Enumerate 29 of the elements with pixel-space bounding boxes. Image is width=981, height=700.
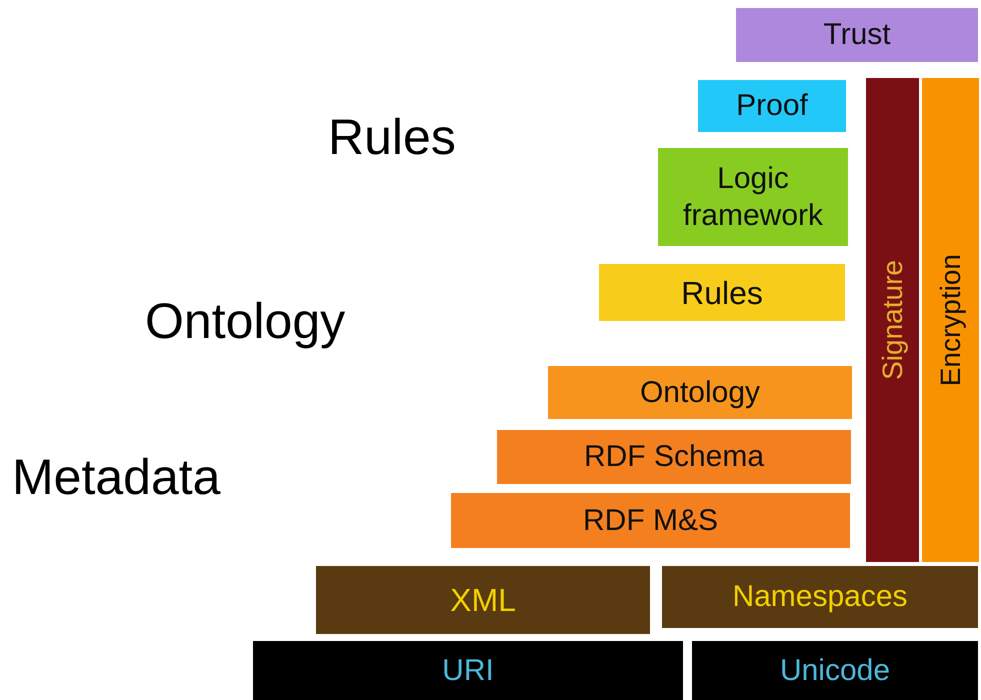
layer-label: Proof	[736, 88, 808, 124]
vertical-layer-bar	[922, 78, 979, 562]
layer-label: Rules	[681, 274, 763, 312]
level-heading: Rules	[328, 108, 456, 166]
vertical-layer-bar	[866, 78, 919, 562]
layer-box	[451, 493, 850, 548]
layer-box	[253, 641, 683, 700]
layer-label: RDF Schema	[584, 439, 764, 476]
layer-label: Signature	[876, 260, 909, 380]
layer-label: XML	[450, 581, 516, 620]
layer-box	[316, 566, 650, 634]
layer-box	[736, 8, 978, 62]
layer-label: RDF M&S	[583, 502, 718, 539]
level-heading: Metadata	[12, 448, 220, 506]
layer-box	[497, 430, 851, 484]
level-heading: Ontology	[145, 292, 346, 350]
layer-box	[692, 641, 978, 700]
layer-label: Namespaces	[732, 579, 908, 616]
layer-label: Trust	[823, 17, 891, 54]
layer-box	[658, 148, 848, 246]
layer-box	[599, 264, 845, 321]
layer-box	[698, 80, 846, 132]
layer-box	[662, 566, 978, 628]
layer-label: URI	[442, 652, 494, 689]
layer-label: Logic framework	[682, 160, 824, 234]
layer-label: Encryption	[934, 254, 967, 386]
layer-box	[548, 366, 852, 419]
layer-label: Ontology	[640, 374, 760, 411]
layer-label: Unicode	[780, 652, 890, 689]
